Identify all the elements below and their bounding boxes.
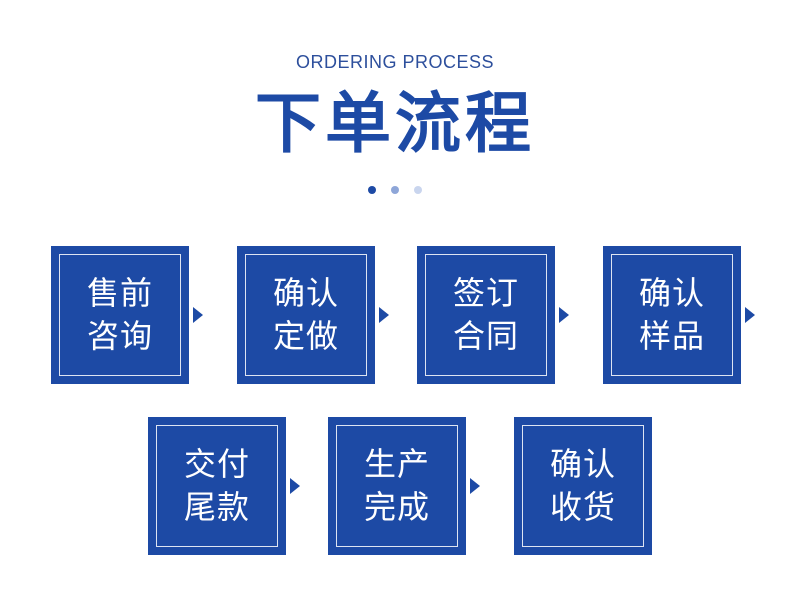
step-frame: 生产 完成	[336, 425, 458, 547]
arrow-right-icon	[470, 478, 480, 494]
step-production-complete: 生产 完成	[328, 417, 466, 555]
step-line1: 售前	[86, 274, 153, 312]
step-line2: 收货	[549, 488, 616, 526]
arrow-right-icon	[290, 478, 300, 494]
step-confirm-customization: 确认 定做	[237, 246, 375, 384]
step-frame: 确认 样品	[611, 254, 733, 376]
step-sign-contract: 签订 合同	[417, 246, 555, 384]
arrow-right-icon	[745, 307, 755, 323]
step-frame: 交付 尾款	[156, 425, 278, 547]
step-line2: 定做	[272, 317, 339, 355]
step-line1: 签订	[452, 274, 519, 312]
step-line1: 交付	[183, 445, 250, 483]
step-presales-consultation: 售前 咨询	[51, 246, 189, 384]
dot-1	[368, 186, 376, 194]
step-line1: 确认	[272, 274, 339, 312]
step-line2: 尾款	[183, 488, 250, 526]
step-confirm-sample: 确认 样品	[603, 246, 741, 384]
step-line1: 生产	[363, 445, 430, 483]
step-line1: 确认	[549, 445, 616, 483]
arrow-right-icon	[193, 307, 203, 323]
dot-2	[391, 186, 399, 194]
step-frame: 确认 定做	[245, 254, 367, 376]
step-line2: 完成	[363, 488, 430, 526]
step-line2: 合同	[452, 317, 519, 355]
arrow-right-icon	[379, 307, 389, 323]
step-line1: 确认	[638, 274, 705, 312]
step-confirm-receipt: 确认 收货	[514, 417, 652, 555]
pagination-dots	[0, 186, 790, 194]
step-line2: 咨询	[86, 317, 153, 355]
step-line2: 样品	[638, 317, 705, 355]
step-frame: 确认 收货	[522, 425, 644, 547]
dot-3	[414, 186, 422, 194]
arrow-right-icon	[559, 307, 569, 323]
step-frame: 签订 合同	[425, 254, 547, 376]
step-frame: 售前 咨询	[59, 254, 181, 376]
page-title: 下单流程	[255, 85, 535, 162]
step-final-payment: 交付 尾款	[148, 417, 286, 555]
subtitle: ORDERING PROCESS	[295, 52, 495, 72]
